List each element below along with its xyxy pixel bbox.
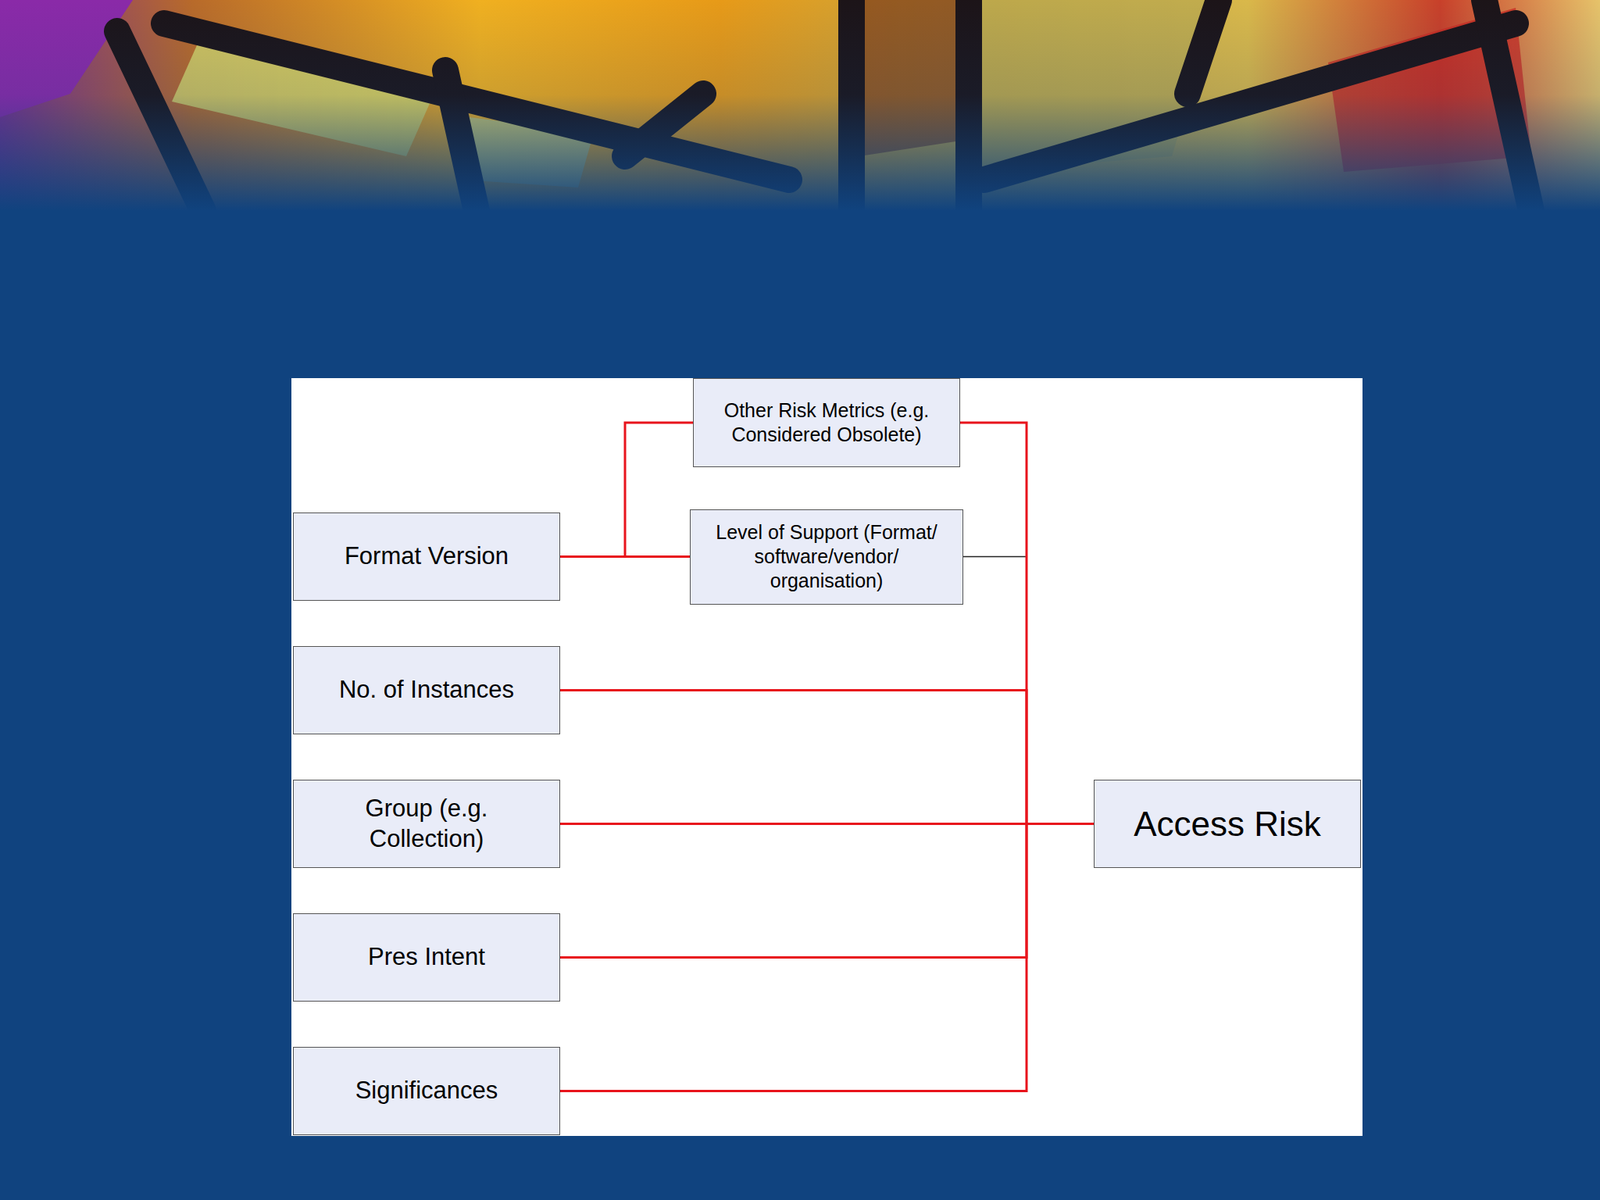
- box-label: Level of Support (Format/ software/vendo…: [700, 520, 953, 594]
- connector-line: [560, 690, 1094, 825]
- process-box: Format Version: [292, 512, 561, 601]
- white-panel: [291, 378, 1363, 1136]
- process-box: Group (e.g. Collection): [292, 779, 561, 868]
- box-label: Pres Intent: [367, 942, 486, 973]
- connector-line: [560, 824, 1094, 958]
- process-box: No. of Instances: [292, 646, 561, 735]
- connector-line: [560, 555, 690, 558]
- connector-line: [560, 822, 1094, 825]
- box-label: No. of Instances: [339, 675, 515, 706]
- box-label: Format Version: [344, 541, 509, 572]
- process-box: Access Risk: [1093, 779, 1361, 868]
- process-box: Level of Support (Format/ software/vendo…: [689, 509, 964, 605]
- box-label: Significances: [355, 1075, 499, 1107]
- box-label: Access Risk: [1133, 802, 1322, 846]
- stained-glass-banner: [0, 0, 1600, 211]
- process-box: Significances: [292, 1046, 561, 1136]
- box-label: Other Risk Metrics (e.g. Considered Obso…: [709, 398, 944, 448]
- connector-line: [560, 824, 1094, 1092]
- process-box: Other Risk Metrics (e.g. Considered Obso…: [692, 378, 961, 468]
- connector-line: [560, 422, 693, 558]
- box-label: Group (e.g. Collection): [332, 793, 521, 855]
- process-box: Pres Intent: [292, 913, 561, 1002]
